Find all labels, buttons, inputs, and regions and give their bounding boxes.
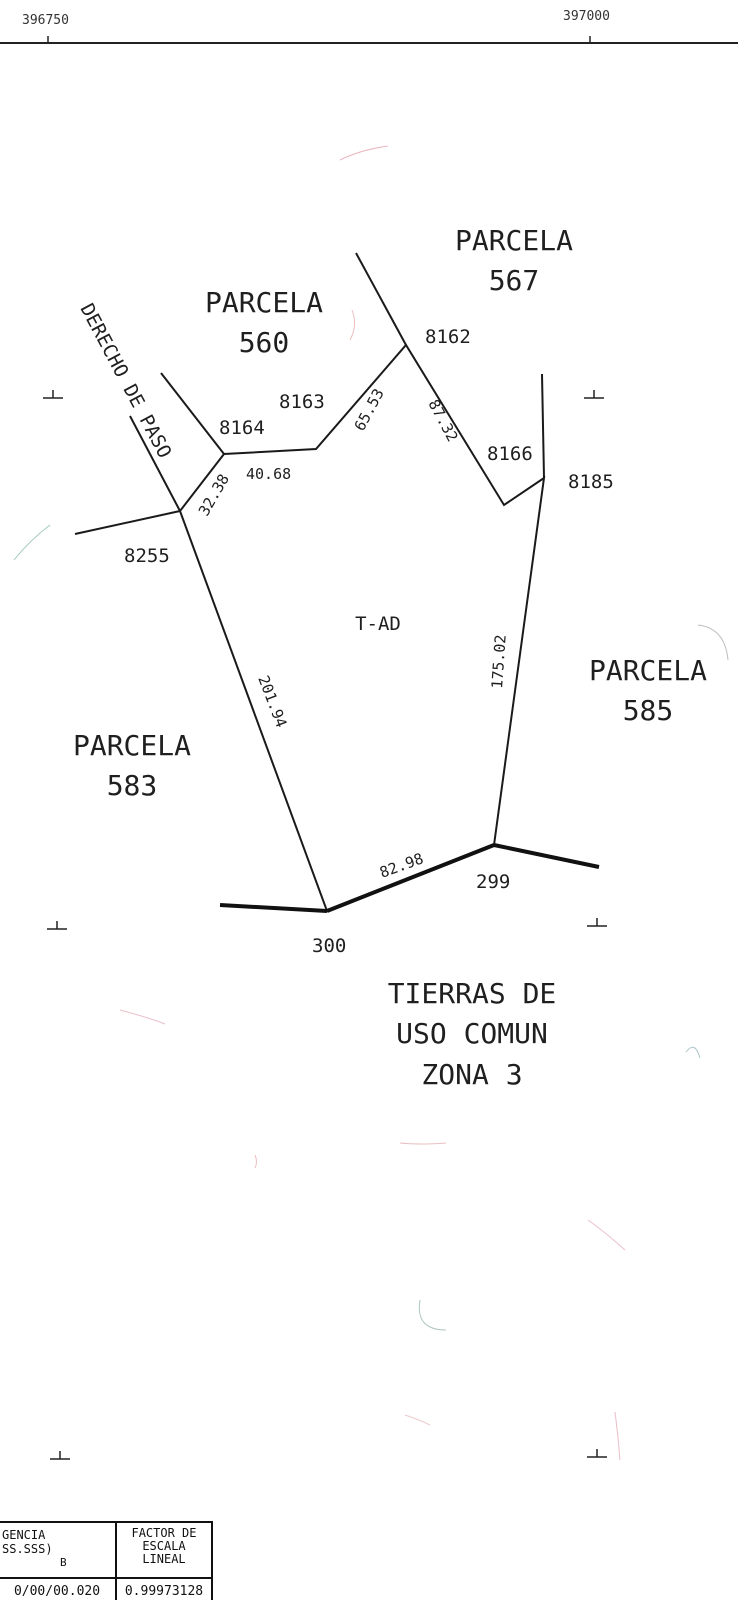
parcel-583-title: PARCELA bbox=[73, 729, 191, 762]
table-header-2-line-3: LINEAL bbox=[142, 1552, 185, 1566]
distance-40-68: 40.68 bbox=[246, 465, 291, 483]
vertex-8255: 8255 bbox=[124, 545, 170, 567]
vertex-8185: 8185 bbox=[568, 471, 614, 493]
grid-cross bbox=[587, 918, 607, 927]
fiber bbox=[418, 1299, 447, 1331]
table-value-2: 0.99973128 bbox=[125, 1584, 203, 1599]
fiber bbox=[697, 624, 729, 661]
zone-line-2: USO COMUN bbox=[396, 1017, 548, 1050]
distance-65-53: 65.53 bbox=[351, 386, 388, 434]
coord-left: 396750 bbox=[22, 13, 69, 28]
boundary-567-585 bbox=[541, 373, 545, 479]
thick-boundaries bbox=[219, 843, 600, 913]
vertex-299: 299 bbox=[476, 871, 510, 893]
parcel-567-number: 567 bbox=[489, 264, 540, 297]
boundary-8255-west bbox=[74, 510, 181, 535]
fiber bbox=[119, 1009, 166, 1025]
vertex-8164: 8164 bbox=[219, 417, 265, 439]
parcel-boundaries bbox=[74, 252, 546, 913]
distance-87-32: 87.32 bbox=[424, 396, 461, 444]
distance-175-02: 175.02 bbox=[488, 634, 510, 689]
table-header-2-line-1: FACTOR DE bbox=[131, 1526, 196, 1540]
vertex-300: 300 bbox=[312, 935, 346, 957]
thick-boundary-west bbox=[219, 903, 328, 913]
grid-cross bbox=[43, 390, 63, 399]
parcel-585-title: PARCELA bbox=[589, 654, 707, 687]
fiber bbox=[399, 1142, 447, 1145]
zone-line-1: TIERRAS DE bbox=[388, 977, 557, 1010]
coord-right: 397000 bbox=[563, 9, 610, 24]
parcel-585-number: 585 bbox=[623, 694, 674, 727]
grid-cross bbox=[584, 390, 604, 399]
table-header-1-line-1: GENCIA bbox=[2, 1528, 46, 1542]
distance-32-38: 32.38 bbox=[195, 471, 233, 519]
right-of-way-west-edge bbox=[129, 415, 181, 512]
polygon-id-label: T-AD bbox=[355, 613, 401, 635]
grid-cross bbox=[47, 921, 67, 930]
thick-boundary-299-300 bbox=[326, 843, 495, 913]
grid-crosses bbox=[43, 390, 607, 1460]
distance-201-94: 201.94 bbox=[254, 673, 290, 730]
fiber bbox=[254, 1154, 257, 1169]
parcel-567-title: PARCELA bbox=[455, 224, 573, 257]
boundary-567-560 bbox=[355, 252, 407, 346]
paper-fibers bbox=[13, 145, 729, 1461]
vertex-8162: 8162 bbox=[425, 326, 471, 348]
fiber bbox=[339, 145, 389, 161]
fiber bbox=[685, 1046, 701, 1059]
table-header-1-line-3: B bbox=[60, 1556, 67, 1569]
table-header-1-line-2: SS.SSS) bbox=[2, 1542, 53, 1556]
grid-cross bbox=[587, 1449, 607, 1458]
vertex-8163: 8163 bbox=[279, 391, 325, 413]
parcel-560-title: PARCELA bbox=[205, 286, 323, 319]
table-header-2-line-2: ESCALA bbox=[142, 1539, 186, 1553]
right-of-way-east-edge bbox=[160, 372, 225, 455]
parcel-583-number: 583 bbox=[107, 769, 158, 802]
fiber bbox=[614, 1411, 621, 1461]
fiber bbox=[404, 1414, 431, 1426]
fiber bbox=[349, 309, 356, 341]
zone-line-3: ZONA 3 bbox=[421, 1058, 522, 1091]
table-cell-value-2 bbox=[115, 1577, 213, 1600]
parcel-560-number: 560 bbox=[239, 326, 290, 359]
grid-cross bbox=[50, 1451, 70, 1460]
table-value-1: 0/00/00.020 bbox=[14, 1584, 100, 1599]
right-of-way-label: DERECHO DE PASO bbox=[76, 300, 176, 462]
fiber bbox=[13, 524, 51, 561]
vertex-8166: 8166 bbox=[487, 443, 533, 465]
fiber bbox=[587, 1219, 626, 1251]
data-table: GENCIA SS.SSS) B FACTOR DE ESCALA LINEAL… bbox=[0, 1521, 213, 1600]
thick-boundary-east bbox=[493, 843, 600, 869]
